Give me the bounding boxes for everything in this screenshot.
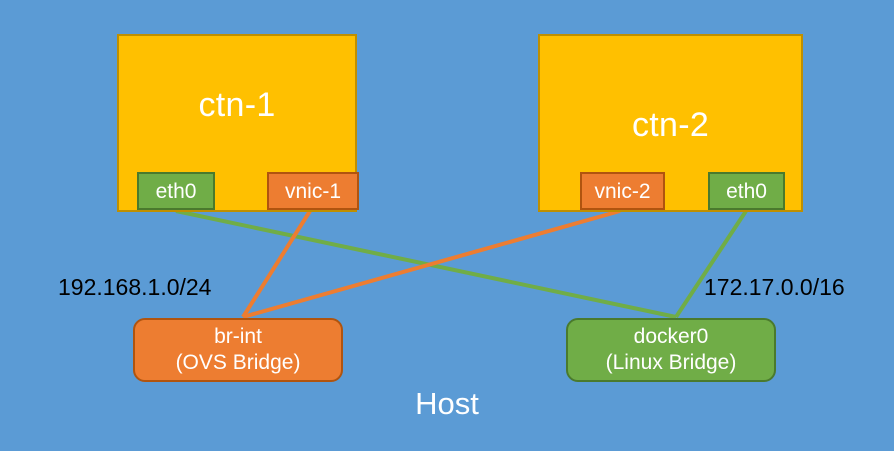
port-ctn1-eth0[interactable]: eth0 (137, 172, 215, 210)
subnet-label-docker: 172.17.0.0/16 (704, 274, 845, 300)
port-ctn1-vnic-1[interactable]: vnic-1 (267, 172, 359, 210)
bridge-docker0-name: docker0 (633, 325, 709, 348)
host-label: Host (415, 386, 479, 421)
bridge-br-int-name: br-int (214, 325, 262, 348)
bridge-docker0-kind: (Linux Bridge) (605, 351, 737, 374)
container-ctn-1[interactable]: ctn-1 eth0 vnic-1 (117, 34, 359, 212)
port-ctn1-eth0-label: eth0 (155, 179, 197, 203)
container-ctn-2-label: ctn-2 (631, 106, 710, 144)
port-ctn1-vnic-1-label: vnic-1 (284, 179, 342, 203)
container-ctn-2[interactable]: ctn-2 vnic-2 eth0 (538, 34, 803, 212)
link-ctn1-vnic1-to-br-int (241, 209, 312, 319)
port-ctn2-vnic-2-label: vnic-2 (594, 179, 651, 203)
port-ctn2-eth0-label: eth0 (726, 179, 767, 203)
link-ctn2-eth0-to-docker0 (674, 209, 748, 319)
bridge-br-int[interactable]: br-int (OVS Bridge) (133, 318, 343, 382)
port-ctn2-eth0[interactable]: eth0 (708, 172, 785, 210)
container-ctn-1-label: ctn-1 (198, 86, 276, 124)
link-ctn2-vnic2-to-br-int (242, 209, 621, 319)
subnet-label-ovs: 192.168.1.0/24 (58, 274, 212, 300)
link-ctn1-eth0-to-docker0 (175, 209, 677, 319)
bridge-docker0[interactable]: docker0 (Linux Bridge) (566, 318, 776, 382)
port-ctn2-vnic-2[interactable]: vnic-2 (580, 172, 665, 210)
bridge-br-int-kind: (OVS Bridge) (175, 351, 301, 374)
